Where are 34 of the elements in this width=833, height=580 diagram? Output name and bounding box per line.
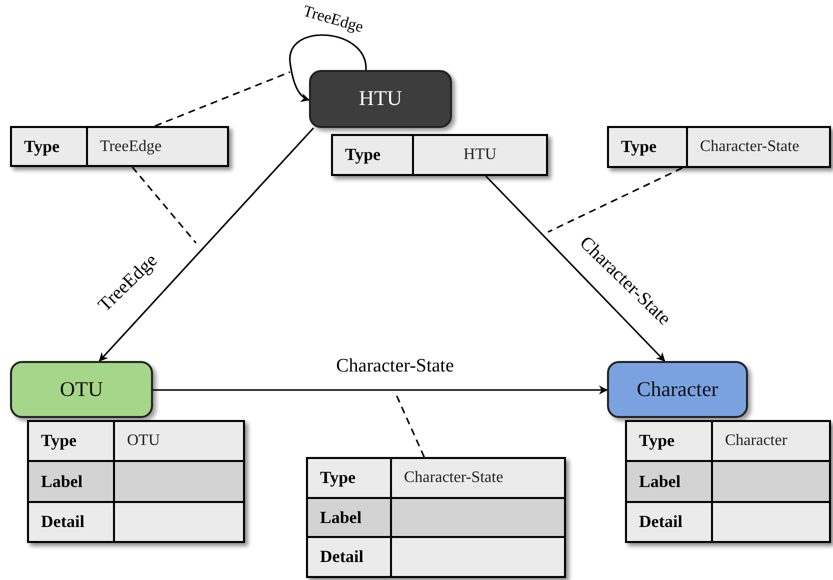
leader-line (132, 166, 197, 244)
table-cell: Character (713, 422, 829, 460)
property-table (331, 134, 548, 176)
table-cell: HTU (414, 136, 546, 174)
property-table (10, 126, 229, 167)
table-cell: Type (29, 422, 115, 460)
property-table (607, 126, 831, 168)
arrow (98, 127, 314, 362)
arrow (153, 386, 608, 394)
property-table (625, 420, 831, 543)
table-cell: Detail (29, 502, 115, 541)
entity-box: Character (607, 361, 748, 418)
property-table (27, 420, 245, 543)
table-cell: Type (12, 128, 88, 165)
table-cell: Type (609, 128, 688, 166)
table-cell: Type (627, 422, 713, 460)
table-cell: Label (308, 498, 392, 536)
table-cell: OTU (115, 422, 243, 460)
table-cell: Type (308, 459, 392, 497)
table-cell: Detail (308, 538, 392, 576)
table-cell: Detail (627, 502, 713, 541)
arrow (289, 34, 367, 102)
table-cell: Type (333, 136, 414, 174)
table-cell: Character-State (392, 459, 564, 497)
entity-box: HTU (309, 70, 452, 128)
arrow (485, 175, 666, 362)
entity-box: OTU (10, 361, 153, 418)
leader-line (548, 167, 683, 233)
table-cell: TreeEdge (88, 128, 227, 165)
table-cell: Label (627, 462, 713, 501)
table-cell: Label (29, 462, 115, 501)
leader-line (154, 71, 290, 127)
property-table (306, 457, 566, 578)
table-cell: Character-State (688, 128, 829, 166)
